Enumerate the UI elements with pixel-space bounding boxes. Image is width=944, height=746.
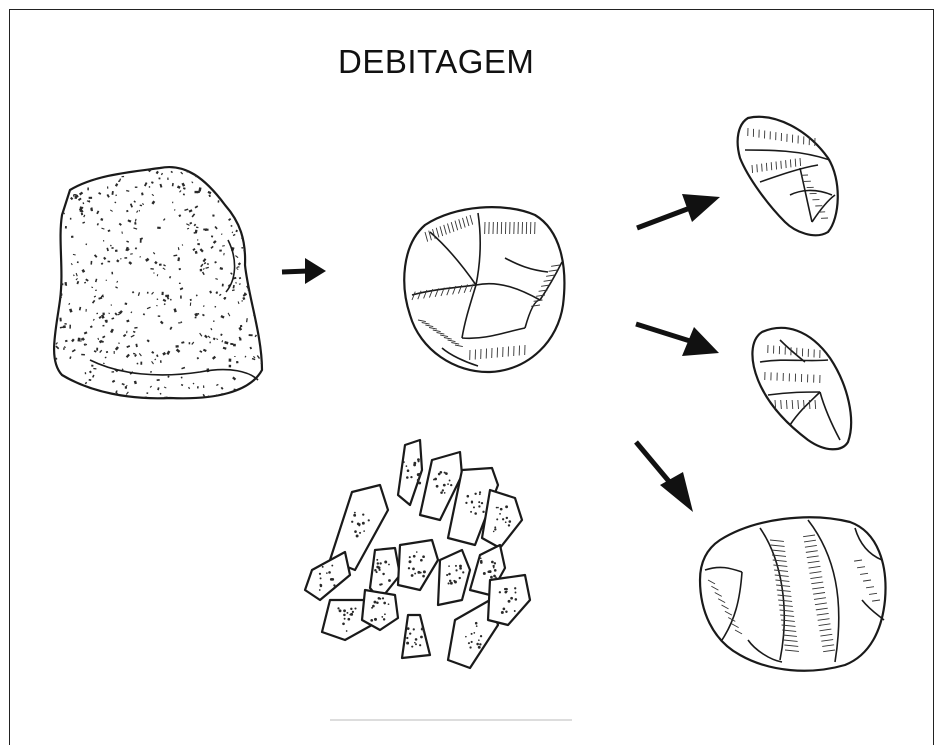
arrow-icon	[636, 442, 693, 512]
arrow-icon	[282, 258, 326, 284]
debitage-flakes	[305, 440, 530, 668]
worked-core	[404, 207, 564, 372]
product-large-core	[700, 517, 886, 670]
arrow-icon	[637, 194, 720, 228]
product-small-core	[738, 117, 838, 235]
arrow-icon	[636, 324, 719, 356]
raw-nodule	[53, 164, 266, 403]
product-prismatic-core	[752, 328, 851, 449]
